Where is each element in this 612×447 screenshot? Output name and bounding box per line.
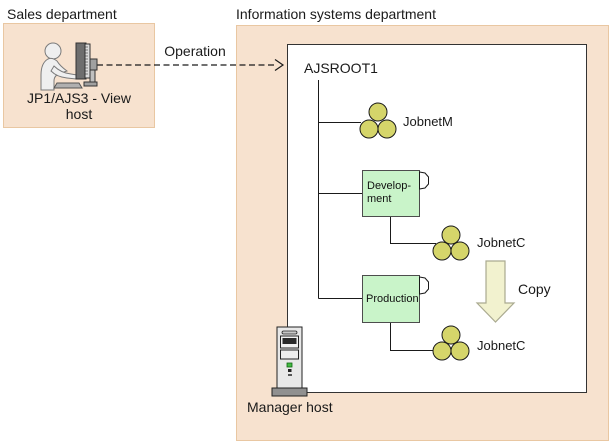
copy-label: Copy	[518, 281, 551, 297]
jobnet-m-label: JobnetM	[403, 114, 453, 129]
ajsroot-container-box	[287, 44, 587, 393]
ajsroot-label: AJSROOT1	[304, 60, 378, 76]
jobnet-c-prod-label: JobnetC	[477, 338, 526, 353]
jobnet-c-dev-label: JobnetC	[477, 235, 526, 250]
view-host-label: JP1/AJS3 - View host	[26, 90, 131, 122]
operation-label: Operation	[164, 43, 226, 59]
development-group-box: Develop- ment	[362, 170, 420, 217]
manager-host-label: Manager host	[247, 399, 333, 415]
info-department-label: Information systems department	[236, 6, 436, 22]
sales-department-label: Sales department	[7, 6, 117, 22]
production-group-box: Production	[362, 275, 420, 323]
